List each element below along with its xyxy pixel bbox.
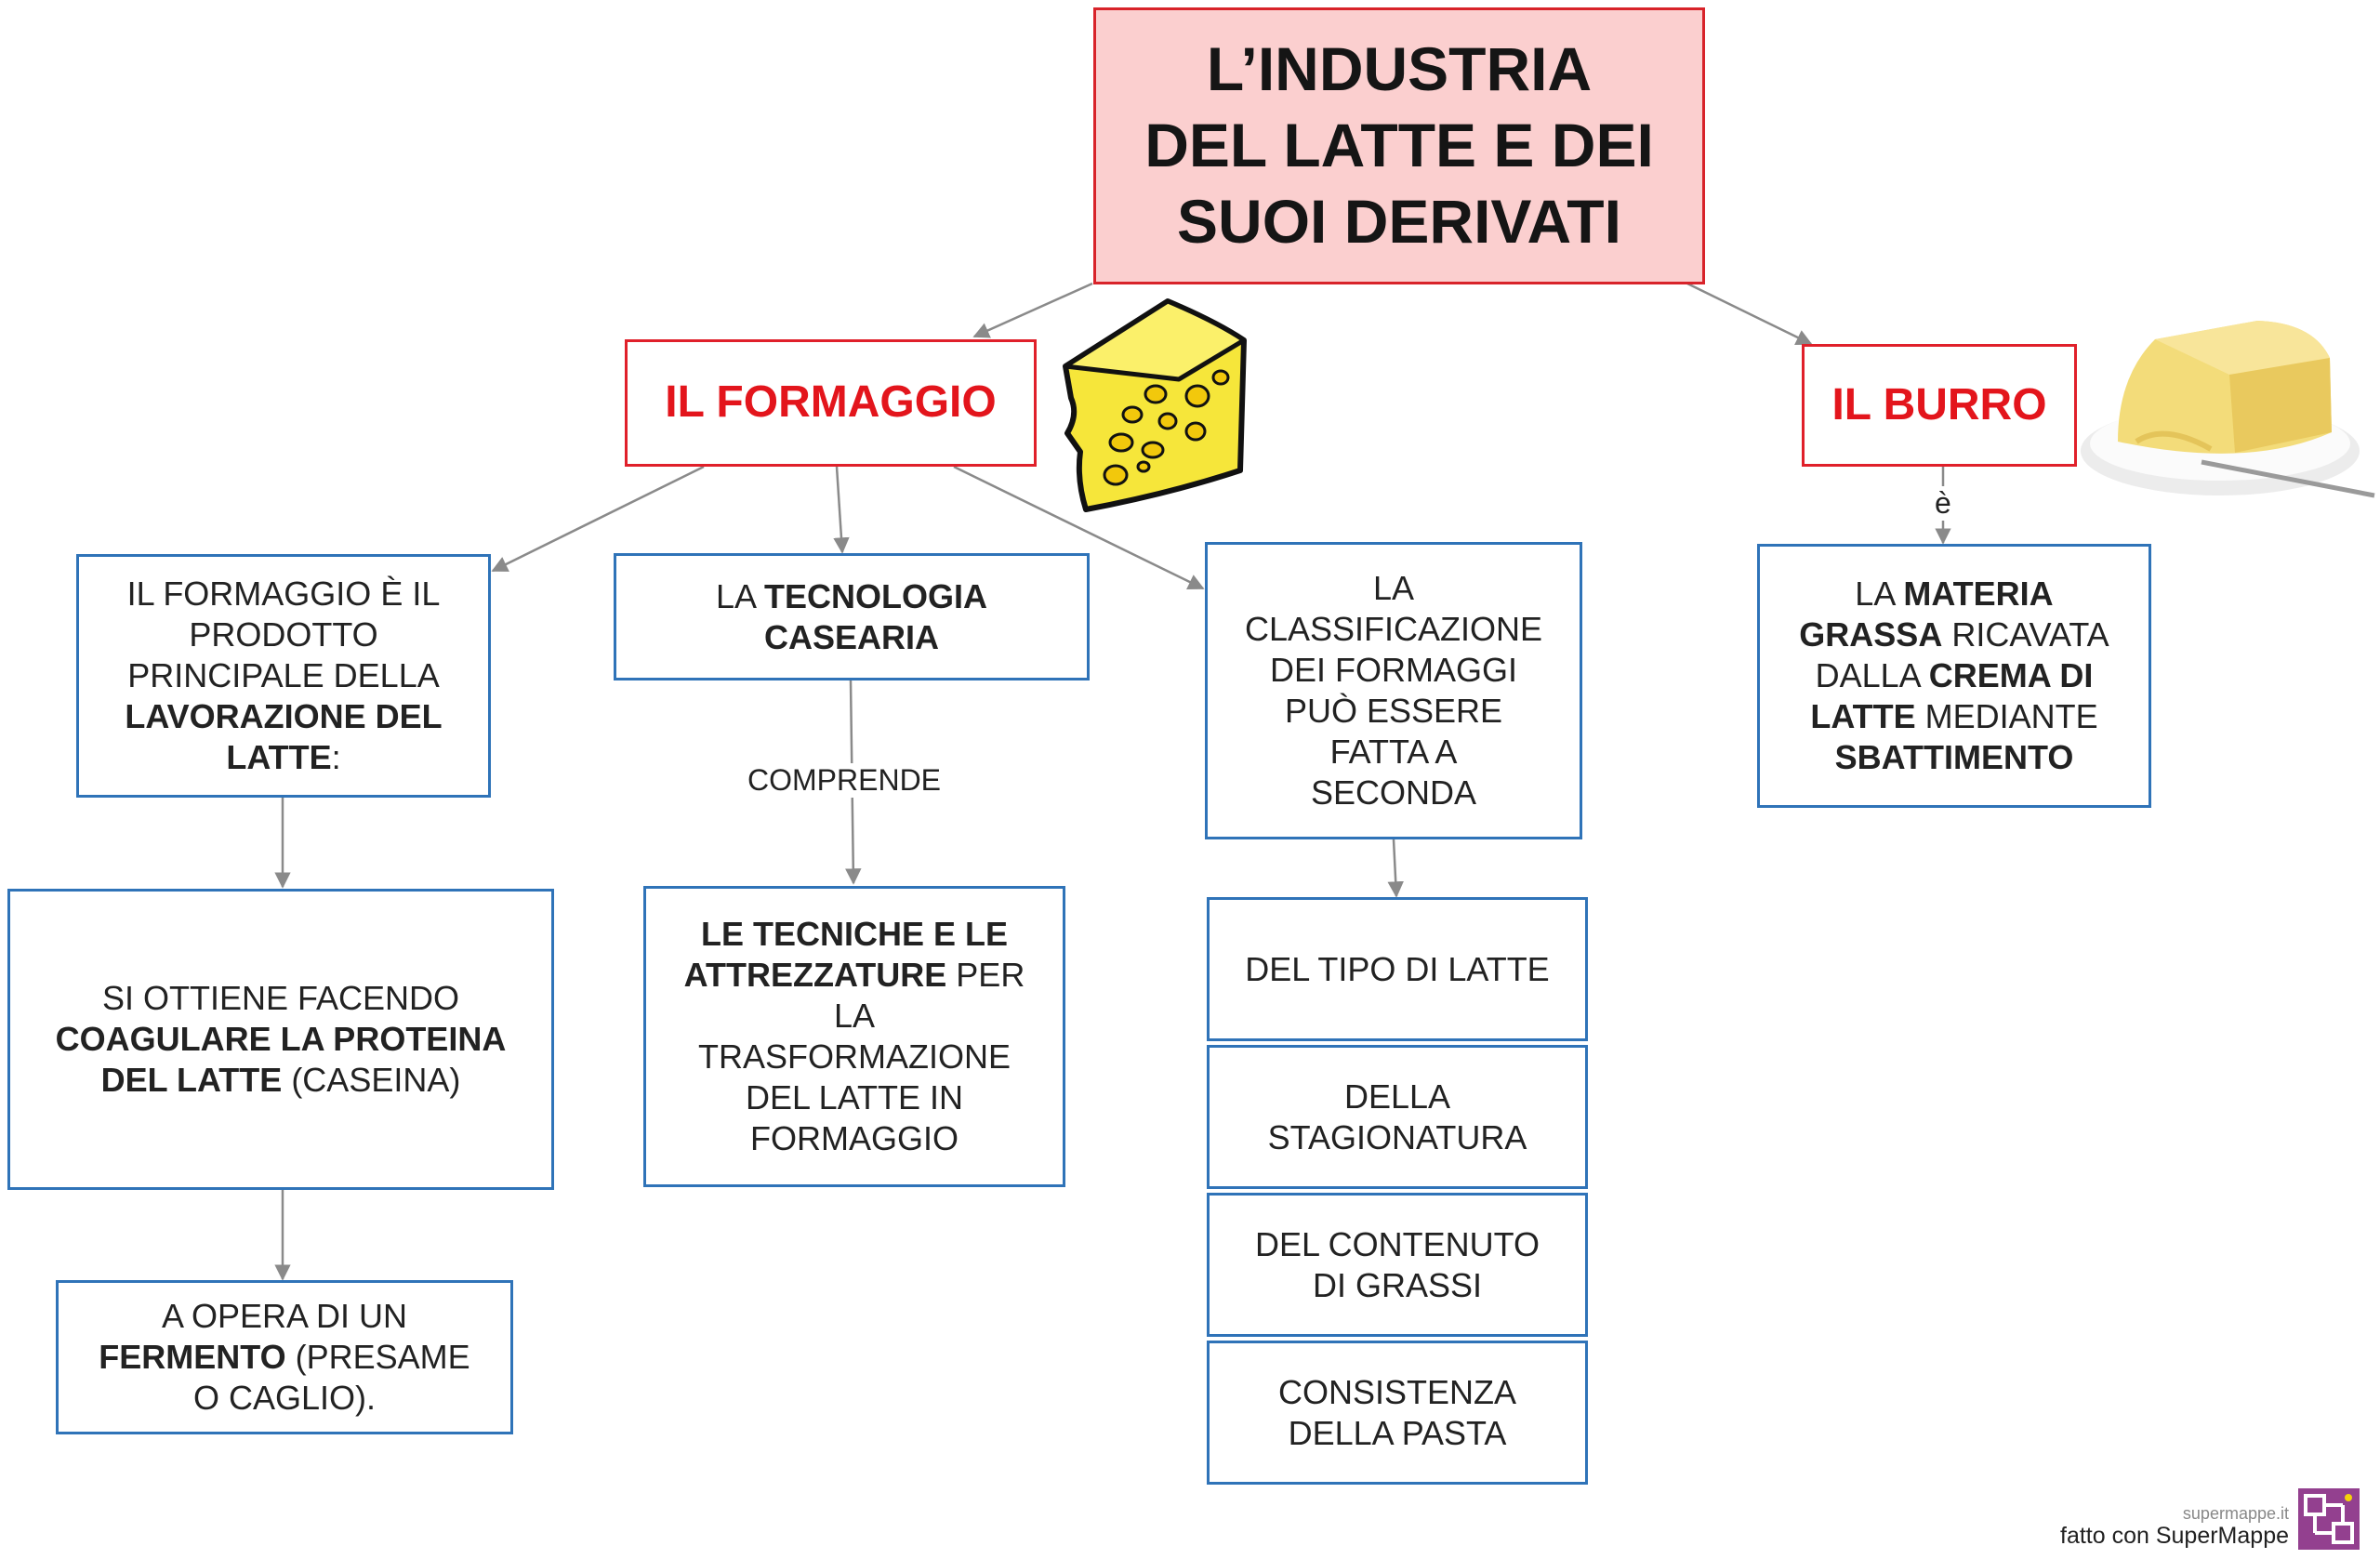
- link-label-comprende: COMPRENDE: [744, 763, 945, 798]
- butter-plate-icon: [2081, 321, 2375, 498]
- ottiene-line-2: COAGULARE LA PROTEINA: [55, 1020, 507, 1059]
- formaggio-definition-box: IL FORMAGGIO È IL PRODOTTO PRINCIPALE DE…: [76, 554, 491, 798]
- criterio-cons-line-2: DELLA PASTA: [1288, 1413, 1507, 1452]
- cheese-wedge-icon: [1063, 298, 1247, 512]
- tecniche-line-6: FORMAGGIO: [750, 1118, 959, 1157]
- arrow-classificazione-criteri: [1387, 839, 1404, 898]
- tecniche-line-4: TRASFORMAZIONE: [697, 1037, 1011, 1076]
- def-line-4: LAVORAZIONE DEL: [125, 696, 443, 735]
- title-line-1: L’INDUSTRIA: [1206, 34, 1593, 104]
- tecniche-line-2-bold: ATTREZZATURE: [683, 956, 947, 995]
- arrow-title-burro: [1686, 282, 1813, 346]
- tecniche-line-5: DEL LATTE IN: [745, 1077, 964, 1116]
- tecniche-line-3: LA: [833, 997, 876, 1036]
- class-line-2: CLASSIFICAZIONE: [1244, 610, 1543, 649]
- supermappe-branding: supermappe.it fatto con SuperMappe: [2060, 1488, 2360, 1550]
- criterio-stag-line-2: STAGIONATURA: [1267, 1117, 1527, 1156]
- class-line-4: PUÒ ESSERE: [1284, 692, 1503, 730]
- class-line-1: LA: [1372, 569, 1415, 608]
- burro-line-1-rest: LA: [1855, 575, 1904, 614]
- burro-line-5: SBATTIMENTO: [1834, 737, 2074, 776]
- criterio-grassi-line-2: DI GRASSI: [1312, 1265, 1483, 1304]
- fermento-line-2-bold: FERMENTO: [99, 1338, 286, 1377]
- criterio-stagionatura: DELLA STAGIONATURA: [1207, 1045, 1588, 1189]
- arrow-formaggio-classificazione: [953, 465, 1205, 590]
- arrow-formaggio-tecnologia: [833, 466, 850, 554]
- ottiene-line-1: SI OTTIENE FACENDO: [101, 979, 460, 1018]
- def-line-1: IL FORMAGGIO È IL: [126, 575, 441, 614]
- burro-line-2-rest: RICAVATA: [1942, 615, 2109, 654]
- tecnologia-la: LA: [715, 576, 765, 615]
- criterio-grassi: DEL CONTENUTO DI GRASSI: [1207, 1193, 1588, 1337]
- burro-line-3-rest: DALLA: [1815, 656, 1929, 695]
- class-line-3: DEI FORMAGGI: [1269, 651, 1517, 690]
- map-title: L’INDUSTRIA DEL LATTE E DEI SUOI DERIVAT…: [1093, 7, 1705, 284]
- ottiene-line-3-bold: DEL LATTE: [100, 1060, 283, 1099]
- fermento-line-1: A OPERA DI UN: [161, 1297, 408, 1336]
- burro-line-1-bold: MATERIA: [1903, 575, 2054, 614]
- brand-site: supermappe.it: [2182, 1503, 2289, 1523]
- branch-formaggio-label: IL FORMAGGIO: [665, 377, 997, 428]
- criterio-grassi-line-1: DEL CONTENUTO: [1254, 1224, 1540, 1263]
- tecnologia-box: LA TECNOLOGIA CASEARIA: [614, 553, 1090, 680]
- criterio-stag-line-1: DELLA: [1343, 1077, 1451, 1116]
- def-line-5-colon: :: [331, 737, 341, 776]
- criterio-consistenza: CONSISTENZA DELLA PASTA: [1207, 1341, 1588, 1485]
- branch-burro: IL BURRO: [1802, 344, 2077, 467]
- fermento-box: A OPERA DI UN FERMENTO (PRESAME O CAGLIO…: [56, 1280, 513, 1434]
- burro-definition-box: LA MATERIA GRASSA RICAVATA DALLA CREMA D…: [1757, 544, 2151, 808]
- criterio-tipo-line-1: DEL TIPO DI LATTE: [1245, 949, 1550, 988]
- class-line-6: SECONDA: [1310, 773, 1477, 812]
- supermappe-logo-icon: [2298, 1488, 2360, 1550]
- brand-made-with: fatto con SuperMappe: [2060, 1523, 2289, 1550]
- fermento-line-2-rest: (PRESAME: [285, 1338, 470, 1377]
- class-line-5: FATTA A: [1329, 732, 1458, 771]
- arrow-formaggio-definition: [491, 465, 705, 573]
- tecniche-line-1: LE TECNICHE E LE: [700, 915, 1009, 954]
- tecnologia-word: TECNOLOGIA: [764, 576, 988, 615]
- title-line-3: SUOI DERIVATI: [1177, 186, 1621, 256]
- arrow-title-formaggio: [972, 282, 1093, 338]
- ottiene-line-3-rest: (CASEINA): [282, 1060, 461, 1099]
- tecniche-line-2-rest: PER: [946, 956, 1025, 995]
- burro-line-3-bold: CREMA DI: [1928, 656, 2094, 695]
- tecniche-box: LE TECNICHE E LE ATTREZZATURE PER LA TRA…: [643, 886, 1065, 1187]
- def-line-2: PRODOTTO: [189, 615, 378, 654]
- burro-line-4-bold: LATTE: [1810, 696, 1916, 735]
- criterio-cons-line-1: CONSISTENZA: [1277, 1372, 1517, 1411]
- def-line-3: PRINCIPALE DELLA: [127, 656, 440, 695]
- ottiene-box: SI OTTIENE FACENDO COAGULARE LA PROTEINA…: [7, 889, 554, 1190]
- title-line-2: DEL LATTE E DEI: [1144, 111, 1654, 180]
- link-label-e: è: [1931, 486, 1955, 521]
- tecnologia-casearia: CASEARIA: [763, 617, 939, 656]
- branch-formaggio: IL FORMAGGIO: [625, 339, 1037, 467]
- burro-line-2-bold: GRASSA: [1799, 615, 1943, 654]
- burro-line-4-rest: MEDIANTE: [1915, 696, 2098, 735]
- fermento-line-3: O CAGLIO).: [192, 1378, 377, 1417]
- criterio-tipo-latte: DEL TIPO DI LATTE: [1207, 897, 1588, 1041]
- branch-burro-label: IL BURRO: [1831, 379, 2047, 429]
- classificazione-box: LA CLASSIFICAZIONE DEI FORMAGGI PUÒ ESSE…: [1205, 542, 1582, 839]
- def-line-5-bold: LATTE: [226, 737, 332, 776]
